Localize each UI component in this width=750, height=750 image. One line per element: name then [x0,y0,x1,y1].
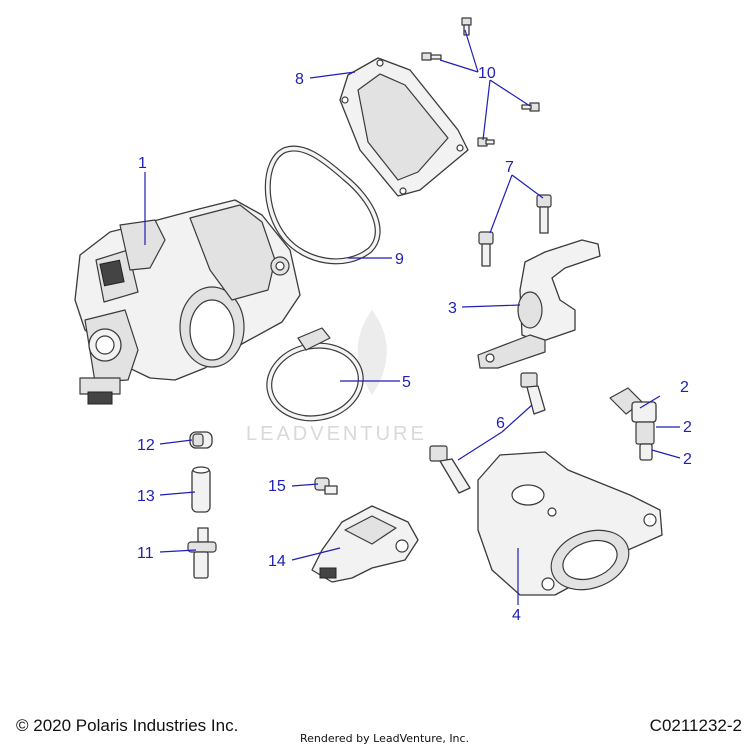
watermark: LEADVENTURE [246,310,427,445]
part-fitting [187,527,217,579]
callout-labels: 1 2 2 2 3 4 5 6 7 8 9 10 11 12 13 14 15 [137,65,692,624]
screw-icon [477,137,495,147]
part-hose [191,466,211,513]
callout-3: 3 [448,300,457,317]
screw-icon [521,102,540,112]
part-gasket [264,145,381,265]
part-tube-bracket [477,239,601,369]
callout-2c: 2 [683,451,692,468]
leader-lines [144,29,681,605]
drawing-code: C0211232-2 [649,716,742,735]
bolt-icon [520,372,546,415]
callout-6: 6 [496,415,505,432]
part-injector [609,387,657,461]
callout-9: 9 [395,251,404,268]
part-throttle-body [74,199,301,405]
callout-8: 8 [295,71,304,88]
part-screw-15 [314,477,338,495]
rendered-by-text: Rendered by LeadVenture, Inc. [300,732,470,745]
screw-icon [461,17,472,36]
part-sensor [311,505,419,583]
part-intake-manifold [477,451,663,596]
screw-icon [421,52,442,61]
callout-10: 10 [478,65,496,82]
bolt-icon [536,194,552,234]
part-cover-plate [339,57,469,197]
callout-12: 12 [137,437,155,454]
part-bolts-7 [478,194,552,267]
callout-13: 13 [137,488,155,505]
bolt-icon [429,445,471,494]
watermark-text: LEADVENTURE [246,423,427,445]
part-clamp [266,327,364,422]
watermark-flame-icon [357,310,387,395]
callout-2b: 2 [683,419,692,436]
part-clip [189,431,213,449]
callout-4: 4 [512,607,521,624]
callout-11: 11 [137,545,154,562]
bolt-icon [478,231,494,267]
callout-5: 5 [402,374,411,391]
callout-14: 14 [268,553,286,570]
callout-15: 15 [268,478,286,495]
callout-2a: 2 [680,379,689,396]
callout-1: 1 [138,155,147,172]
callout-7: 7 [505,159,514,176]
copyright-text: © 2020 Polaris Industries Inc. [16,716,239,735]
part-screws-10 [421,17,540,147]
